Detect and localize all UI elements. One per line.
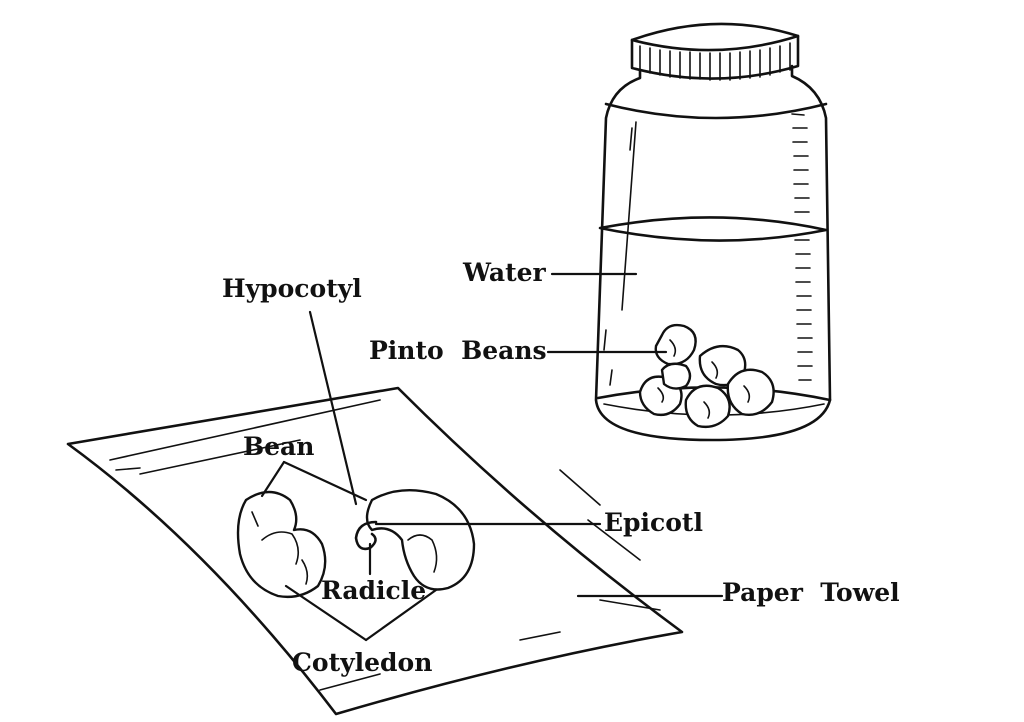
label-bean: Bean	[243, 432, 315, 461]
jar-graduation-marks	[791, 113, 813, 381]
germinating-beans	[236, 489, 476, 599]
label-cotyledon: Cotyledon	[292, 648, 433, 677]
pinto-beans-in-jar	[638, 323, 775, 429]
water-surface	[598, 216, 828, 242]
label-paper-towel: Paper Towel	[722, 578, 900, 607]
left-bean	[236, 490, 327, 599]
leader-lines	[260, 272, 724, 642]
jar-body	[594, 64, 832, 442]
label-radicle: Radicle	[321, 576, 427, 605]
jar-lid	[630, 22, 800, 81]
label-water: Water	[463, 258, 546, 287]
embryo-hook	[354, 520, 378, 551]
right-bean	[365, 489, 476, 591]
label-epicotl: Epicotl	[604, 508, 703, 537]
label-hypocotyl: Hypocotyl	[222, 274, 362, 303]
jar	[594, 22, 832, 442]
paper-towel	[66, 386, 684, 716]
label-pinto-beans: Pinto Beans	[369, 336, 547, 365]
